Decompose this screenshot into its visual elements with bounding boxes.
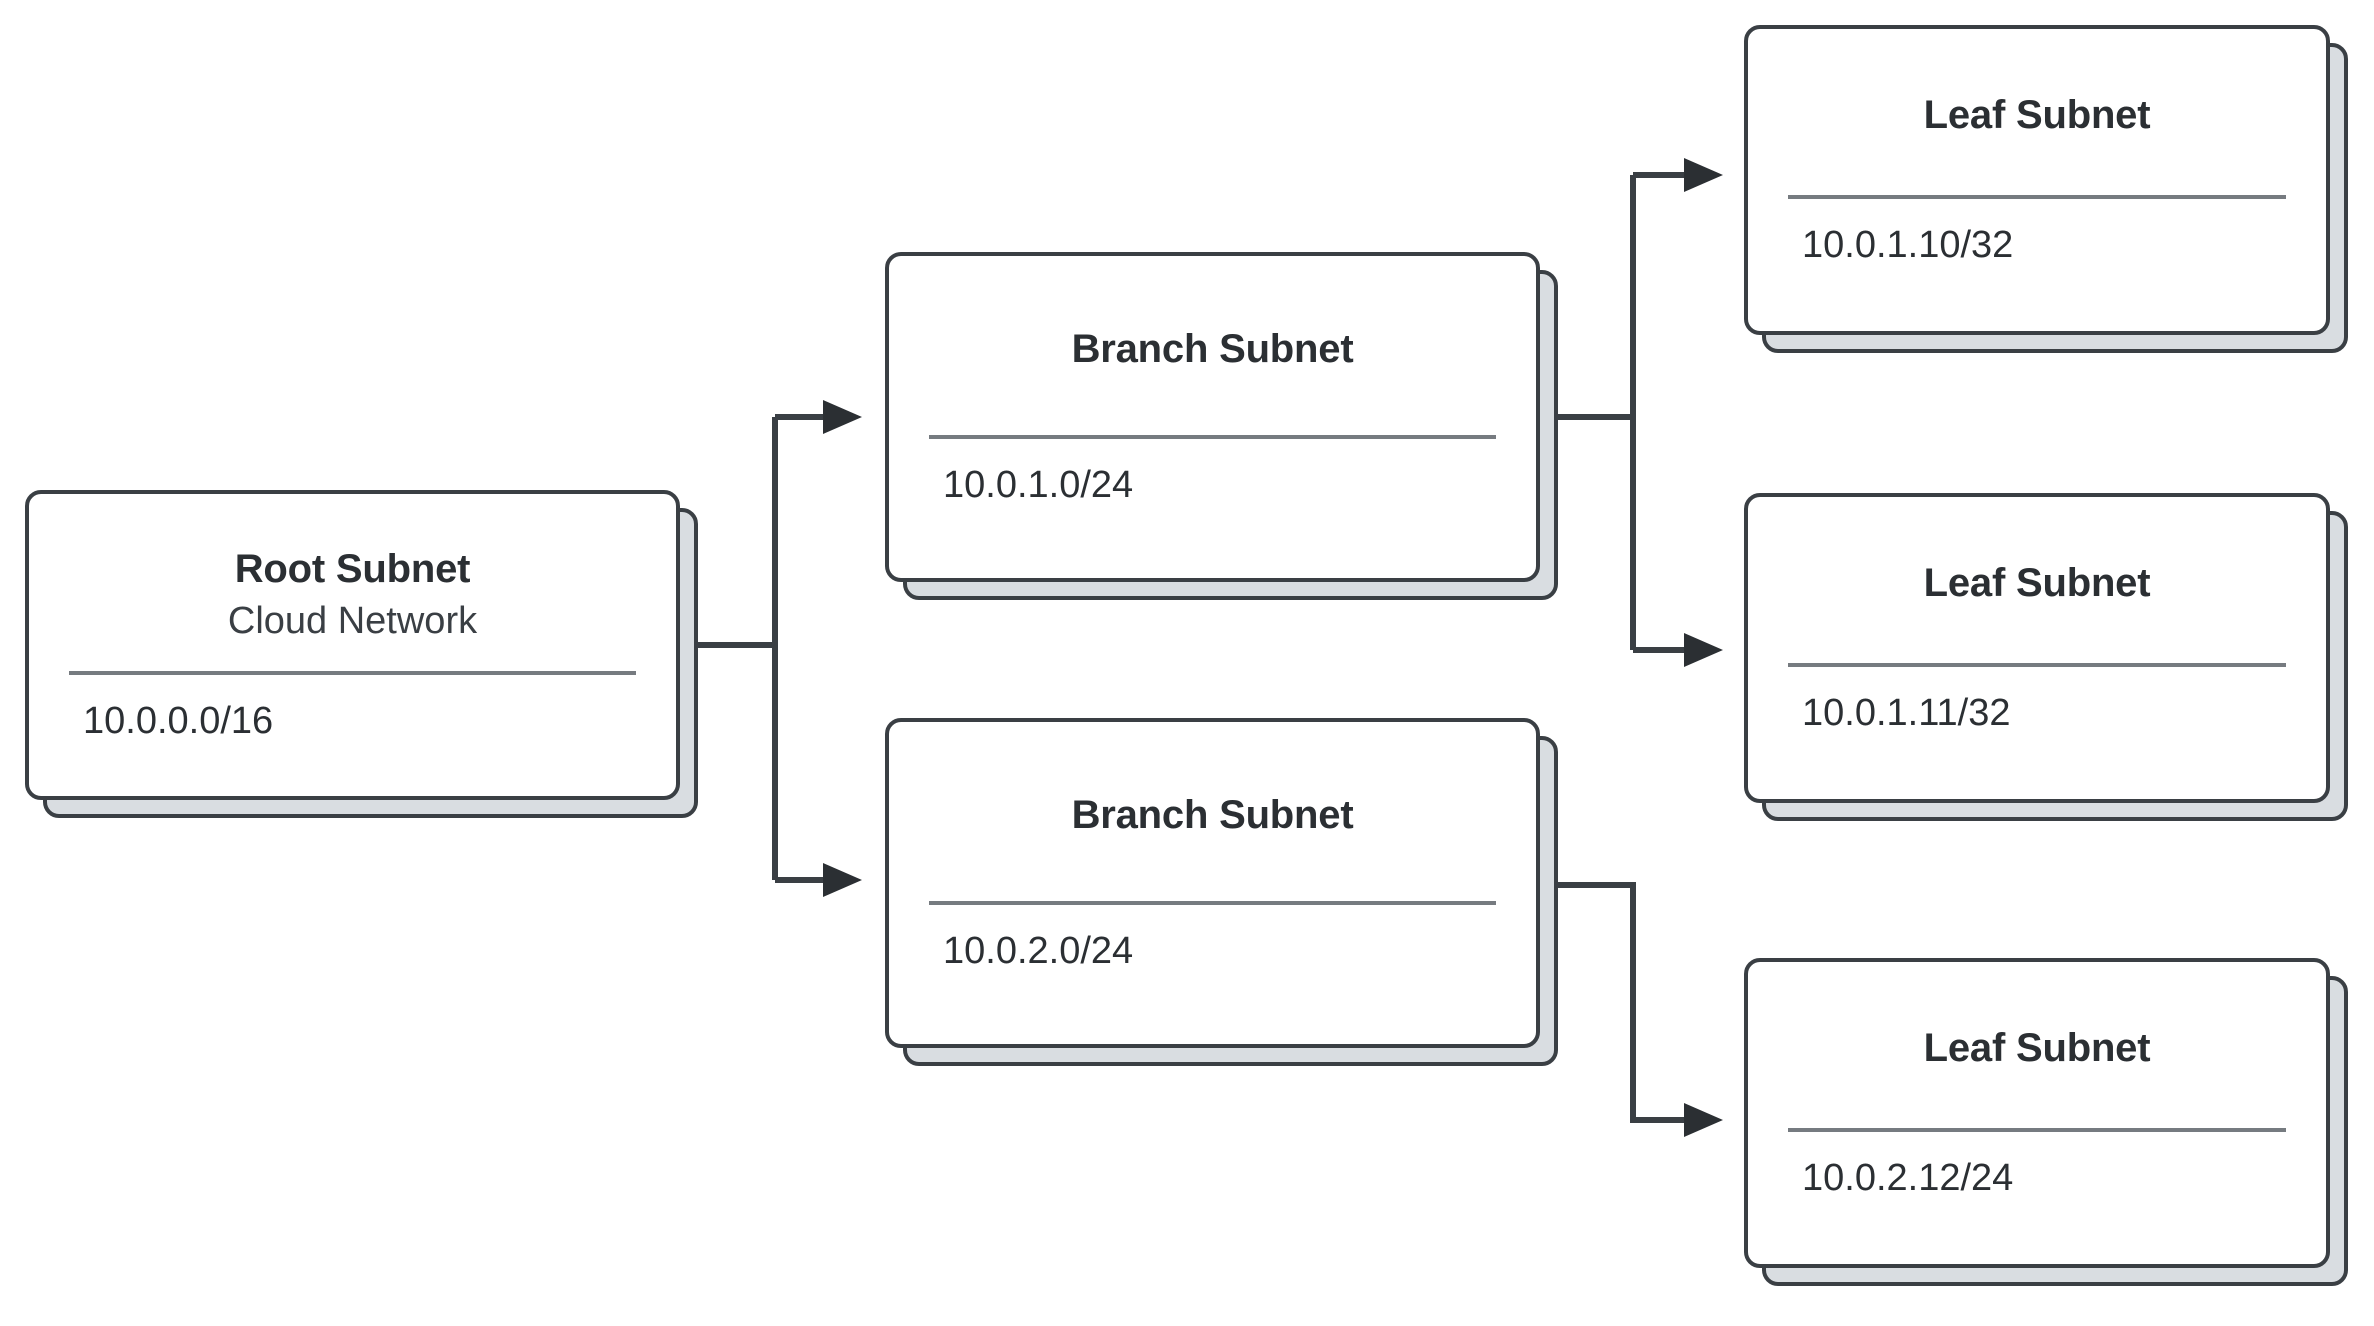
node-branch-subnet-2-card[interactable]: Branch Subnet 10.0.2.0/24	[885, 718, 1540, 1048]
node-leaf-subnet-2-divider	[1788, 662, 2286, 667]
node-leaf-subnet-1-title: Leaf Subnet	[1923, 92, 2151, 137]
node-branch-subnet-1-card[interactable]: Branch Subnet 10.0.1.0/24	[885, 252, 1540, 582]
node-leaf-subnet-1-card[interactable]: Leaf Subnet 10.0.1.10/32	[1744, 25, 2330, 335]
arrowhead-branch1-leaf2	[1684, 633, 1723, 667]
node-leaf-subnet-3-cidr: 10.0.2.12/24	[1802, 1156, 2014, 1199]
arrowhead-branch2-leaf3	[1684, 1103, 1723, 1137]
node-leaf-subnet-2[interactable]: Leaf Subnet 10.0.1.11/32	[1744, 493, 2348, 821]
node-branch-subnet-2-body: Branch Subnet 10.0.2.0/24	[929, 792, 1496, 975]
node-branch-subnet-1-title: Branch Subnet	[1071, 326, 1354, 371]
node-leaf-subnet-3-title: Leaf Subnet	[1923, 1025, 2151, 1070]
node-leaf-subnet-2-body: Leaf Subnet 10.0.1.11/32	[1788, 560, 2286, 737]
node-root-subnet-body: Root Subnet Cloud Network 10.0.0.0/16	[69, 546, 636, 744]
node-branch-subnet-2-title: Branch Subnet	[1071, 792, 1354, 837]
node-leaf-subnet-2-card[interactable]: Leaf Subnet 10.0.1.11/32	[1744, 493, 2330, 803]
node-leaf-subnet-3-body: Leaf Subnet 10.0.2.12/24	[1788, 1025, 2286, 1202]
node-branch-subnet-1[interactable]: Branch Subnet 10.0.1.0/24	[885, 252, 1558, 600]
node-root-subnet-title: Root Subnet	[234, 546, 471, 591]
node-leaf-subnet-1[interactable]: Leaf Subnet 10.0.1.10/32	[1744, 25, 2348, 353]
node-root-subnet-cidr: 10.0.0.0/16	[83, 699, 274, 742]
node-leaf-subnet-2-cidr: 10.0.1.11/32	[1802, 691, 2011, 734]
node-branch-subnet-2[interactable]: Branch Subnet 10.0.2.0/24	[885, 718, 1558, 1066]
node-branch-subnet-1-cidr: 10.0.1.0/24	[943, 463, 1134, 506]
node-leaf-subnet-3-divider	[1788, 1127, 2286, 1132]
node-root-subnet[interactable]: Root Subnet Cloud Network 10.0.0.0/16	[25, 490, 698, 818]
node-leaf-subnet-2-title: Leaf Subnet	[1923, 560, 2151, 605]
arrowhead-root-branch1	[823, 400, 862, 434]
node-root-subnet-subtitle: Cloud Network	[227, 600, 478, 642]
node-branch-subnet-1-divider	[929, 434, 1496, 439]
node-root-subnet-divider	[69, 670, 636, 675]
node-leaf-subnet-3-card[interactable]: Leaf Subnet 10.0.2.12/24	[1744, 958, 2330, 1268]
arrowhead-root-branch2	[823, 863, 862, 897]
node-branch-subnet-1-body: Branch Subnet 10.0.1.0/24	[929, 326, 1496, 509]
node-leaf-subnet-3[interactable]: Leaf Subnet 10.0.2.12/24	[1744, 958, 2348, 1286]
node-root-subnet-card[interactable]: Root Subnet Cloud Network 10.0.0.0/16	[25, 490, 680, 800]
edge-branch2-leaf3	[1540, 882, 1686, 1123]
node-branch-subnet-2-cidr: 10.0.2.0/24	[943, 929, 1134, 972]
node-leaf-subnet-1-cidr: 10.0.1.10/32	[1802, 223, 2014, 266]
node-leaf-subnet-1-divider	[1788, 194, 2286, 199]
arrowhead-branch1-leaf1	[1684, 158, 1723, 192]
node-leaf-subnet-1-body: Leaf Subnet 10.0.1.10/32	[1788, 92, 2286, 269]
node-branch-subnet-2-divider	[929, 900, 1496, 905]
